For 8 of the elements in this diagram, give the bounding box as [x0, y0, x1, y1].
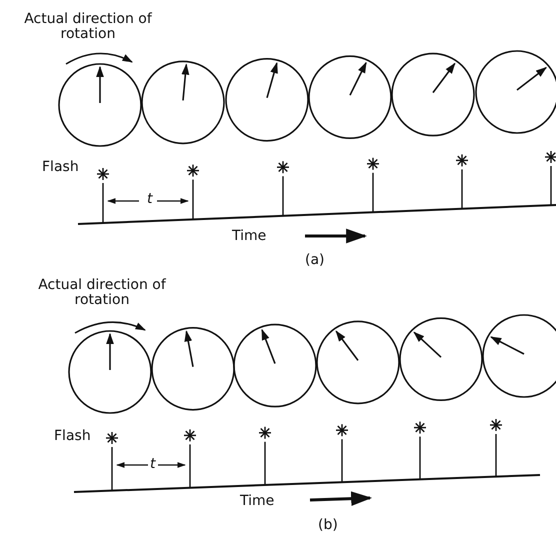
panel-label: (b): [318, 518, 338, 534]
axis-label: Time: [232, 229, 266, 244]
axis-label: Flash: [42, 160, 79, 176]
axis-label: Flash: [54, 429, 91, 444]
panel-label: (a): [305, 253, 325, 268]
annotation-text: Actual direction of rotation: [37, 278, 167, 309]
axis-label: Time: [240, 494, 274, 510]
annotation-text: Actual direction of rotation: [23, 12, 153, 43]
